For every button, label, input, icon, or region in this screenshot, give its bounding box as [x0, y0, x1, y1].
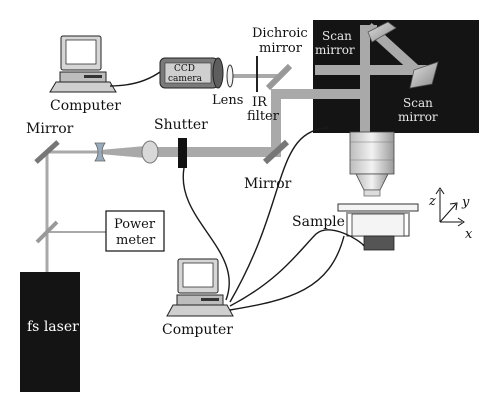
computer-top-label: Computer — [50, 98, 121, 114]
scan-mirror-top-label-line1: Scan — [322, 29, 352, 43]
lens-label: Lens — [212, 93, 243, 108]
objective-lens — [349, 131, 395, 197]
mirror-mid-optic — [262, 139, 290, 165]
shutter-label: Shutter — [154, 117, 208, 133]
ir-filter-label-line2: filter — [247, 109, 280, 124]
cables — [109, 71, 365, 311]
dichroic-mirror-optic — [265, 63, 293, 91]
axis-z-label: z — [428, 194, 436, 209]
sample-stage — [337, 203, 419, 251]
power-meter-label-line1: Power — [114, 217, 156, 232]
lens-icon — [226, 64, 234, 88]
scan-mirror-right-label-line1: Scan — [403, 96, 433, 110]
mirror-left-optic — [34, 140, 60, 164]
beam-splitter-optic — [35, 220, 59, 244]
ccd-camera-label-line2: camera — [168, 74, 203, 84]
shutter-icon — [178, 138, 187, 168]
scan-mirror-top-label-line2: mirror — [315, 43, 355, 57]
fs-laser-box — [20, 272, 80, 392]
power-meter-box — [105, 210, 165, 252]
dichroic-mirror-label-line1: Dichroic — [252, 26, 308, 41]
xyz-axes — [435, 187, 465, 227]
mirror-left-label: Mirror — [26, 121, 74, 137]
axis-x-label: x — [465, 227, 473, 242]
ccd-camera-label-line1: CCD — [174, 64, 195, 74]
sample-label: Sample — [292, 214, 345, 230]
ir-filter-label-line1: IR — [252, 95, 268, 110]
expander-lens-icon — [94, 142, 106, 162]
computer-bottom-label: Computer — [162, 322, 233, 338]
scan-mirror-right — [409, 61, 439, 89]
computer-top-icon — [49, 35, 117, 93]
mirror-mid-label: Mirror — [244, 176, 292, 192]
computer-bottom-icon — [166, 258, 234, 317]
power-meter-label-line2: meter — [116, 233, 156, 248]
scan-head-box — [313, 20, 479, 133]
expander-lens-big-icon — [141, 140, 159, 164]
fs-laser-label: fs laser — [27, 319, 79, 335]
dichroic-mirror-label-line2: mirror — [259, 41, 303, 56]
ccd-camera-icon — [159, 57, 224, 89]
axis-y-label: y — [461, 195, 470, 210]
scan-mirror-top — [367, 21, 397, 43]
scan-mirror-right-label-line2: mirror — [398, 110, 438, 124]
